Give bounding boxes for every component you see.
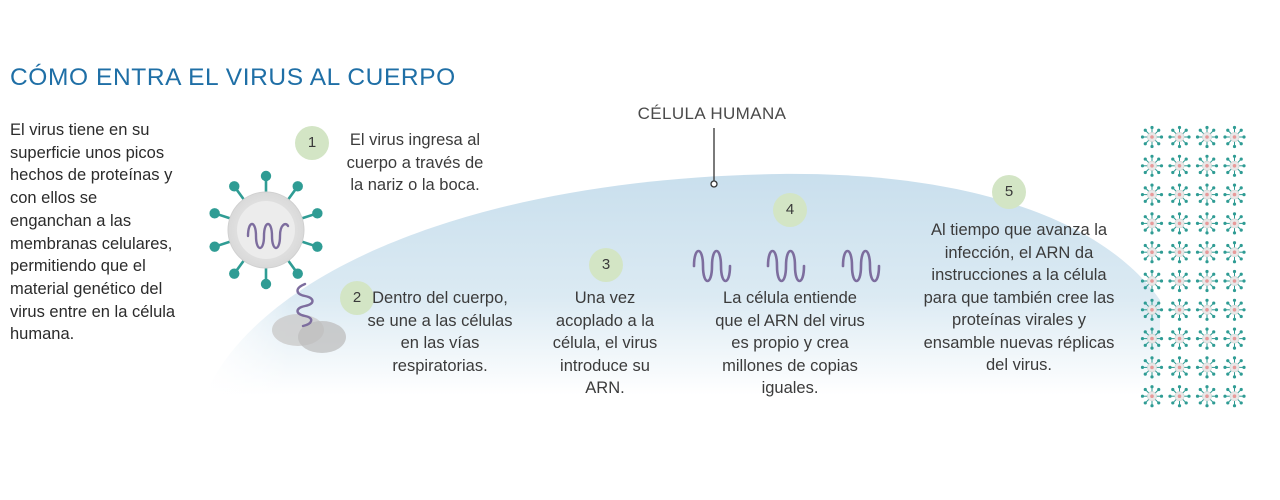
replica-virus-icon: [1195, 183, 1219, 206]
replica-virus-icon: [1168, 125, 1191, 149]
replica-virus-icon: [1223, 356, 1246, 379]
replica-virus-icon: [1195, 385, 1219, 408]
replica-virus-icon: [1223, 327, 1246, 350]
replica-virus-icon: [1168, 298, 1191, 321]
replica-virus-icon: [1140, 125, 1164, 149]
replica-virus-icon: [1223, 212, 1246, 235]
replica-virus-icon: [1168, 154, 1191, 177]
page-title: CÓMO ENTRA EL VIRUS AL CUERPO: [10, 64, 456, 91]
replica-virus-icon: [1223, 385, 1246, 408]
replica-virus-icon: [1195, 269, 1219, 293]
step-1-text: El virus ingresa al cuerpo a través de l…: [346, 131, 484, 194]
replica-virus-icon: [1223, 269, 1246, 293]
virus-replicas-grid: [1140, 125, 1246, 408]
human-cell: [205, 173, 1160, 395]
replica-virus-icon: [1168, 212, 1191, 235]
replica-virus-icon: [1140, 356, 1164, 379]
step-5-text: Al tiempo que avanza la infección, el AR…: [923, 221, 1115, 374]
replica-virus-icon: [1140, 298, 1164, 321]
step-3-text: Una vez acoplado a la célula, el virus i…: [552, 289, 658, 397]
replica-virus-icon: [1168, 183, 1191, 206]
replica-virus-icon: [1223, 154, 1246, 177]
step-4-text: La célula entiende que el ARN del virus …: [715, 289, 865, 397]
replica-virus-icon: [1223, 241, 1246, 264]
cell-label: CÉLULA HUMANA: [637, 104, 787, 123]
virus-icon: [209, 170, 323, 290]
step-5-badge: 5: [992, 175, 1026, 209]
replica-virus-icon: [1140, 385, 1164, 408]
replica-virus-icon: [1223, 183, 1246, 206]
cell-pointer-dot: [710, 180, 718, 188]
replica-virus-icon: [1168, 241, 1191, 264]
replica-virus-icon: [1140, 154, 1164, 177]
step-2-text: Dentro del cuerpo, se une a las células …: [367, 289, 513, 375]
replica-virus-icon: [1195, 154, 1219, 177]
replica-virus-icon: [1195, 356, 1219, 379]
replica-virus-icon: [1195, 241, 1219, 264]
replica-virus-icon: [1140, 183, 1164, 206]
step-2-badge: 2: [340, 281, 374, 315]
replica-virus-icon: [1168, 356, 1191, 379]
replica-virus-icon: [1223, 298, 1246, 321]
replica-virus-icon: [1168, 269, 1191, 293]
replica-virus-icon: [1140, 241, 1164, 264]
step-1-badge: 1: [295, 126, 329, 160]
replica-virus-icon: [1140, 269, 1164, 293]
replica-virus-icon: [1168, 327, 1191, 350]
replica-virus-icon: [1195, 125, 1219, 149]
step-4-badge: 4: [773, 193, 807, 227]
replica-virus-icon: [1140, 327, 1164, 350]
replica-virus-icon: [1195, 212, 1219, 235]
step-3-badge: 3: [589, 248, 623, 282]
attached-virus-icon: [272, 282, 346, 353]
replica-virus-icon: [1195, 298, 1219, 321]
replica-virus-icon: [1223, 125, 1246, 149]
intro-text: El virus tiene en su superficie unos pic…: [10, 121, 176, 344]
replica-virus-icon: [1195, 327, 1219, 350]
rna-copies: [692, 249, 881, 283]
replica-virus-icon: [1168, 385, 1191, 408]
replica-virus-icon: [1140, 212, 1164, 235]
